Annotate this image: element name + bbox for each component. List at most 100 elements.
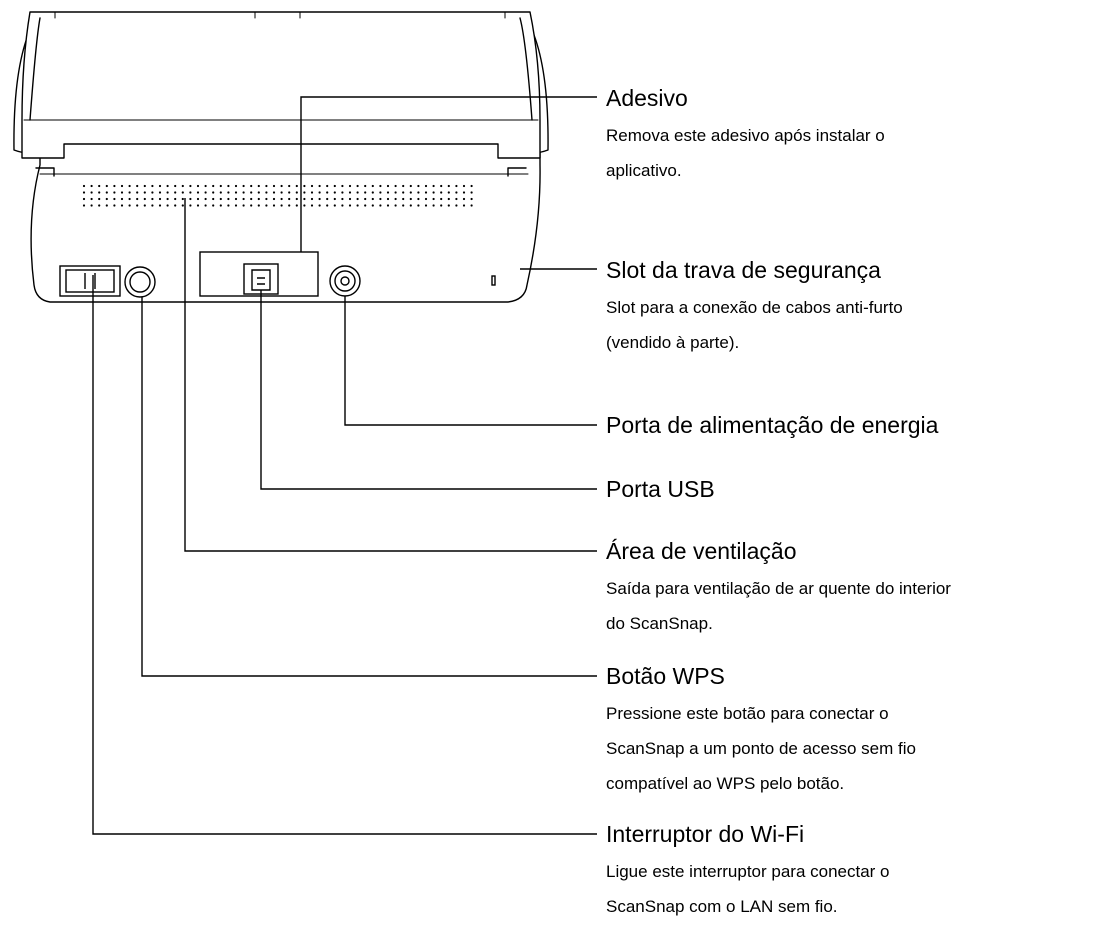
vent-dot — [90, 197, 93, 201]
vent-dot — [227, 191, 230, 194]
left-body-notch — [35, 167, 55, 177]
vent-dot — [326, 191, 329, 194]
vent-dot — [196, 204, 200, 207]
vent-dot — [371, 184, 374, 188]
vent-dot — [462, 191, 466, 194]
vent-dot — [409, 184, 412, 188]
vent-dot — [326, 184, 329, 188]
vent-dot — [227, 197, 230, 201]
vent-dot — [90, 191, 93, 194]
vent-dot — [432, 197, 435, 201]
vent-dot — [424, 191, 428, 194]
callout-description-line: Ligue este interruptor para conectar o — [606, 862, 890, 881]
vent-dot — [424, 204, 428, 207]
vent-dot — [455, 191, 458, 194]
vent-dot — [348, 197, 352, 201]
vent-dot — [242, 197, 245, 201]
vent-dot — [386, 191, 390, 194]
vent-dot — [242, 191, 245, 194]
vent-dot — [341, 197, 344, 201]
vent-dot — [219, 197, 222, 201]
vent-dot — [356, 184, 359, 188]
callout-description-line: ScanSnap com o LAN sem fio. — [606, 897, 838, 916]
vent-dot — [394, 204, 397, 207]
vent-dot — [440, 191, 443, 194]
vent-dot — [265, 204, 268, 207]
vent-dot — [166, 204, 169, 207]
vent-dot — [212, 204, 215, 207]
vent-dot — [295, 184, 298, 188]
callout-usb-port: Porta USB — [606, 475, 715, 503]
paper-chute — [21, 11, 541, 159]
vent-dot — [295, 204, 298, 207]
callout-power-port: Porta de alimentação de energia — [606, 411, 938, 439]
vent-dot — [417, 184, 420, 188]
vent-dot — [295, 197, 298, 201]
vent-dot — [204, 184, 207, 188]
vent-dot — [143, 197, 146, 201]
callout-vent: Área de ventilação Saída para ventilação… — [606, 537, 951, 641]
scanner-body — [30, 99, 541, 303]
vent-dot — [348, 184, 352, 188]
callout-title: Slot da trava de segurança — [606, 257, 881, 283]
vent-dot — [120, 184, 124, 188]
vent-dot — [364, 197, 367, 201]
vent-dot — [143, 204, 146, 207]
vent-dot — [257, 184, 260, 188]
vent-dot — [455, 184, 458, 188]
vent-dot — [174, 191, 177, 194]
vent-dot — [318, 197, 321, 201]
vent-dot — [356, 197, 359, 201]
vent-dot — [272, 191, 276, 194]
vent-dot — [341, 204, 344, 207]
vent-dot — [272, 197, 276, 201]
scanner-illustration — [13, 11, 549, 303]
vent-dot — [288, 197, 291, 201]
vent-dot — [242, 184, 245, 188]
vent-dot — [128, 191, 131, 194]
vent-dot — [402, 191, 405, 194]
vent-dot — [196, 184, 200, 188]
vent-dot — [181, 204, 184, 207]
vent-dot — [462, 184, 466, 188]
callout-description: Slot para a conexão de cabos anti-furto … — [606, 290, 903, 360]
vent-dot — [364, 184, 367, 188]
vent-dot — [333, 204, 336, 207]
vent-dot — [82, 197, 86, 201]
leader-line-power-port — [344, 296, 597, 426]
leader-lines — [92, 96, 597, 835]
vent-dot — [219, 204, 222, 207]
vent-dot — [333, 197, 336, 201]
callout-title: Porta USB — [606, 476, 715, 502]
vent-dot — [386, 197, 390, 201]
callout-description-line: do ScanSnap. — [606, 614, 713, 633]
vent-dot — [219, 184, 222, 188]
vent-dot — [105, 204, 108, 207]
vent-dot — [250, 204, 253, 207]
vent-dot — [120, 197, 124, 201]
vent-dot — [409, 204, 412, 207]
vent-dot — [272, 204, 276, 207]
vent-dot — [242, 204, 245, 207]
vent-dot — [181, 184, 184, 188]
vent-dot — [82, 204, 86, 207]
vent-dot — [250, 197, 253, 201]
vent-dot — [447, 191, 450, 194]
vent-dot — [189, 197, 192, 201]
vent-dot — [98, 191, 101, 194]
vent-dot — [440, 184, 443, 188]
vent-dot — [371, 191, 374, 194]
vent-dot — [174, 197, 177, 201]
vent-dot — [265, 191, 268, 194]
callout-description-line: Pressione este botão para conectar o — [606, 704, 889, 723]
callout-description: Pressione este botão para conectar o Sca… — [606, 696, 916, 801]
vent-dot — [379, 197, 382, 201]
vent-dot — [227, 184, 230, 188]
vent-dot — [219, 191, 222, 194]
callout-description-line: Slot para a conexão de cabos anti-furto — [606, 298, 903, 317]
vent-dot — [424, 184, 428, 188]
vent-dot — [417, 191, 420, 194]
vent-dot — [234, 184, 238, 188]
vent-dot — [158, 204, 162, 207]
vent-dot — [348, 204, 352, 207]
